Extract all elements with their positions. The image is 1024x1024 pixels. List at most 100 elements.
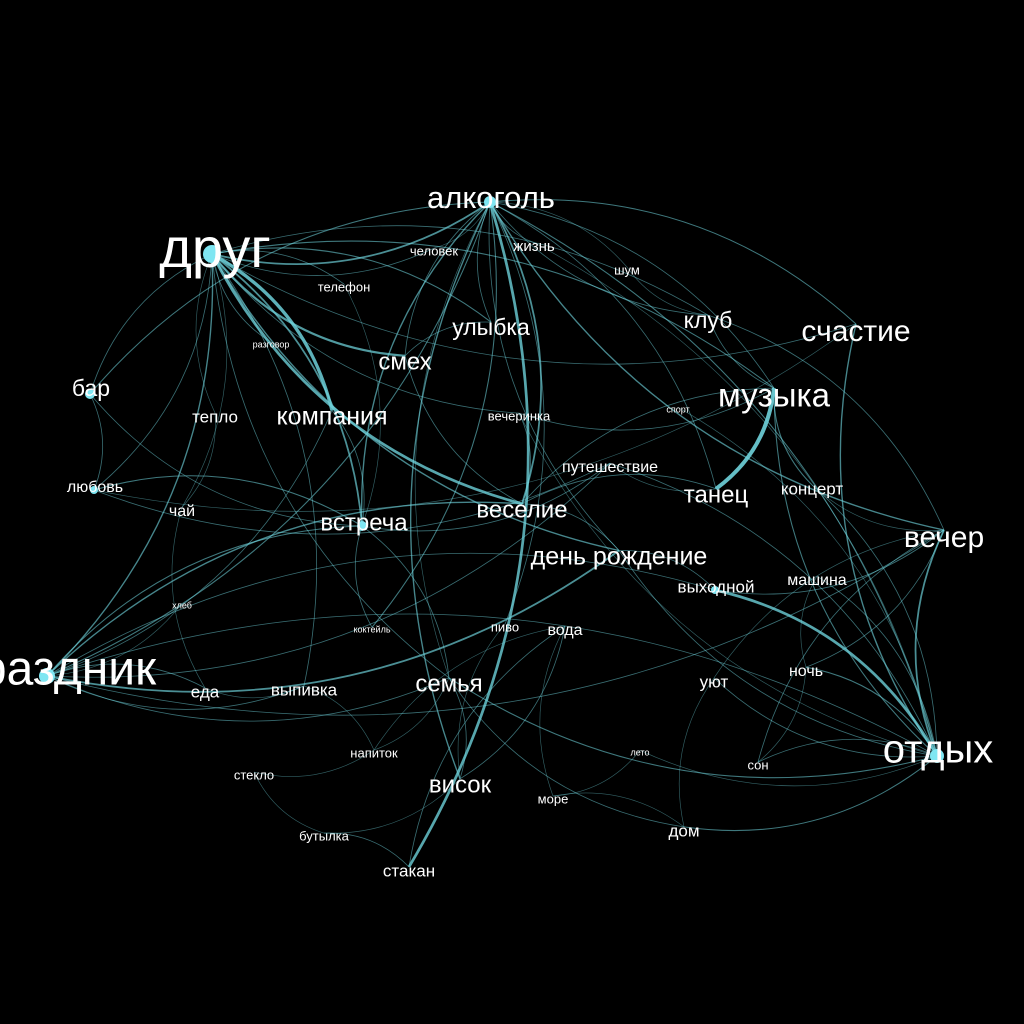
edge-klub-vecher [707,314,945,531]
edge-prazdnik-vykhodnoi [46,552,716,677]
edge-prazdnik-vstrecha [46,525,363,677]
edge-smekh-vesele [404,355,523,505]
node-label-vstrecha[interactable]: встреча [320,509,408,536]
node-label-more[interactable]: море [538,791,569,806]
edge-alkogol-semya [414,201,491,678]
node-label-klub[interactable]: клуб [684,307,733,333]
edge-prazdnik-semya [46,675,450,722]
node-label-kokteil[interactable]: коктейль [353,624,390,634]
edge-alkogol-vstrecha [360,201,491,527]
node-label-voda[interactable]: вода [547,622,582,639]
node-label-den_rozhdenie[interactable]: день рождение [531,543,708,571]
node-label-uyut[interactable]: уют [700,672,729,691]
edge-vesele-tanets [521,473,717,505]
edge-den_rozhdenie-otdykh [618,550,938,757]
node-dot-vstrecha[interactable] [357,521,367,531]
node-label-semya[interactable]: семья [415,670,482,697]
edge-semya-napitok [373,677,450,751]
node-dot-prazdnik[interactable] [39,668,55,684]
node-label-chai[interactable]: чай [169,503,195,520]
edge-group [46,199,945,868]
node-label-noch[interactable]: ночь [789,663,823,680]
node-label-otdykh[interactable]: отдых [883,728,993,772]
node-label-chelovek[interactable]: человек [410,243,459,258]
edge-prazdnik-otdykh [46,613,938,757]
node-label-shum[interactable]: шум [614,262,640,277]
edge-prazdnik-den_rozhdenie [46,549,620,693]
edge-telefon-vstrecha [343,283,381,527]
edge-puteshestvie-tanets [609,462,717,492]
node-label-son[interactable]: сон [747,757,768,772]
node-label-visok[interactable]: висок [429,771,492,798]
node-label-muzyka[interactable]: музыка [718,377,831,414]
node-label-butylka[interactable]: бутылка [299,828,350,843]
node-label-smekh[interactable]: смех [378,348,431,375]
node-label-zhizn[interactable]: жизнь [513,238,555,255]
node-dot-alkogol[interactable] [484,196,496,208]
node-label-prazdnik[interactable]: праздник [0,643,157,696]
node-label-ulybka[interactable]: улыбка [452,314,530,340]
node-label-steklo[interactable]: стекло [234,767,274,782]
edge-muzyka-vesele [521,387,775,505]
edge-lyubov-puteshestvie [93,462,611,535]
node-label-drug[interactable]: друг [159,216,271,279]
edge-drug-teplo [195,253,216,414]
node-label-khleb[interactable]: хлеб [172,600,192,610]
edge-chai-eda [171,507,206,689]
node-label-kontsert[interactable]: концерт [781,479,844,498]
node-label-vecher[interactable]: вечер [904,521,984,554]
edge-puteshestvie-otdykh [609,462,938,757]
edge-alkogol-prazdnik [46,201,491,677]
node-label-schastie[interactable]: счастие [801,315,910,348]
edge-prazdnik-vypivka [46,675,305,710]
node-label-kompaniya[interactable]: компания [276,403,387,431]
edge-vecherinka-otdykh [518,412,938,757]
node-label-dom[interactable]: дом [668,821,699,840]
edge-alkogol-kokteil [371,201,497,628]
node-label-bar[interactable]: бар [72,375,110,401]
edge-alkogol-shum [489,201,628,268]
node-label-vesele[interactable]: веселие [476,496,567,523]
node-label-vecherinka[interactable]: вечеринка [488,408,551,423]
node-label-telefon[interactable]: телефон [318,279,371,294]
edge-drug-klub [211,225,709,316]
edge-leto-otdykh [639,750,938,787]
node-dot-vykhodnoi[interactable] [711,586,719,594]
node-dot-otdykh[interactable] [930,749,944,763]
edge-vecher-vykhodnoi [714,529,945,595]
edge-alkogol-vesele [489,201,542,505]
node-label-tanets[interactable]: танец [684,481,749,508]
edge-butylka-visok [323,778,461,834]
edge-pivo-visok [457,623,506,779]
edge-semya-otdykh [448,677,938,779]
edge-uyut-otdykh [713,677,938,758]
edge-vstrecha-puteshestvie [361,462,611,532]
edge-prazdnik-puteshestvie [46,462,611,678]
node-dot-lyubov[interactable] [90,486,98,494]
edge-drug-semya [211,253,450,679]
node-label-alkogol[interactable]: алкоголь [427,180,555,215]
edge-alkogol-otdykh [489,201,938,757]
node-label-mashina[interactable]: машина [787,572,847,589]
edge-vecher-otdykh [914,529,945,757]
node-label-pivo[interactable]: пиво [491,619,519,634]
edge-muzyka-klub [707,314,775,389]
edge-alkogol-schastie [489,199,857,325]
node-label-lyubov[interactable]: любовь [67,479,123,496]
node-label-vypivka[interactable]: выпивка [271,680,338,699]
node-label-stakan[interactable]: стакан [383,861,435,880]
edge-son-noch [757,667,807,763]
node-label-razgovor[interactable]: разговор [253,339,290,349]
node-label-leto[interactable]: лето [631,747,650,757]
node-label-napitok[interactable]: напиток [350,745,398,760]
node-group [39,196,944,763]
node-label-teplo[interactable]: тепло [192,407,238,426]
edge-alkogol-smekh [404,201,491,356]
node-label-sport[interactable]: спорт [666,404,689,414]
node-dot-drug[interactable] [203,245,221,263]
node-label-puteshestvie[interactable]: путешествие [562,459,658,476]
node-dot-bar[interactable] [85,389,95,399]
edge-den_rozhdenie-vykhodnoi [618,550,716,591]
node-label-vykhodnoi[interactable]: выходной [678,577,755,596]
node-label-eda[interactable]: еда [191,682,220,701]
